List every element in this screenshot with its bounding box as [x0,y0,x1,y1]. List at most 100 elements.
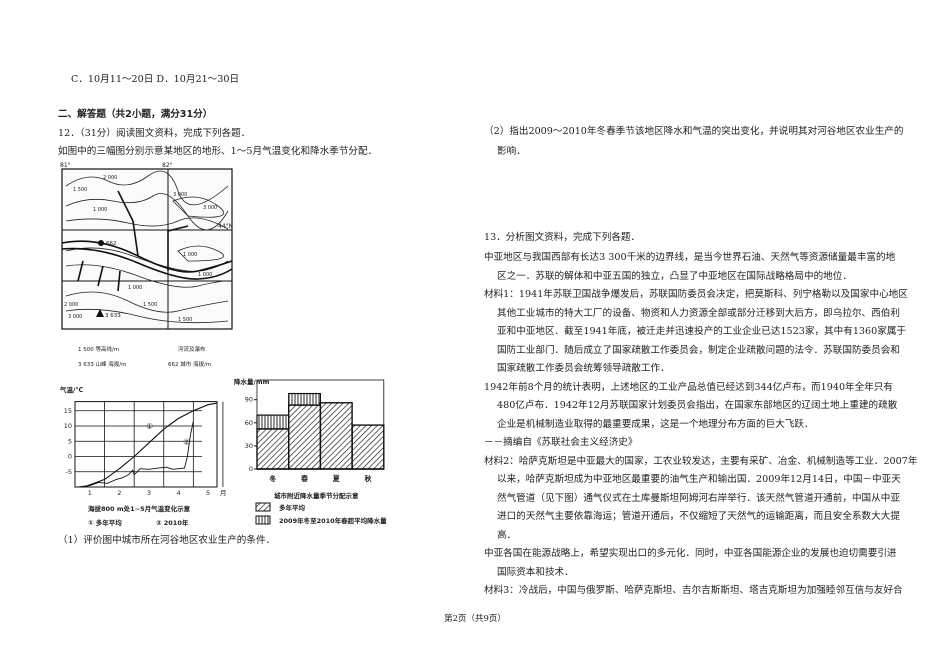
contour-lines [65,170,229,324]
y-tick-label: 10 [64,422,72,430]
precipitation-categories: 冬春夏秋 [269,474,372,483]
peak-label: 3 633 [105,313,121,319]
topographic-map: 81° 82° 44°N 2 000 1 500 1 000 3 000 3 [60,162,233,368]
temperature-y-label: 气温/℃ [59,385,83,394]
material-line: 国防工业部门．随后成立了国家疏散工作委员会，制定企业疏散问题的法令．苏联国防委员… [497,344,900,356]
contour-label: 3 000 [68,314,82,320]
bar-average-冬 [256,428,290,470]
material-line: 以来，哈萨克斯坦成为中亚地区最重要的油气生产和输出国．2009年12月14日，中… [497,474,901,485]
legend-average: 多年平均 [279,503,306,512]
series-marker-1: ① [146,422,153,431]
contour-label: 1 500 [143,302,157,308]
contour-label: 1 000 [183,252,197,258]
material-line: 材料1：1941年苏联卫国战争爆发后，苏联国防委员会决定，把莫斯科、列宁格勒以及… [484,289,908,300]
question-12-part-2-line: （2）指出2009～2010年冬春季节该地区降水和气温的突出变化，并说明其对河谷… [484,126,904,137]
x-tick-label: 5 [206,489,210,497]
y-tick-label: 0 [249,465,253,473]
legend-swatch-excess [255,515,271,525]
lat-label: 44°N [218,223,233,230]
temperature-x-unit: 月 [220,489,227,497]
material-line: 然气管道（见下图）通气仪式在土库曼斯坦阿姆河右岸举行．该天然气管道开通前，中国从… [497,492,900,504]
contour-label-group: 2 000 1 500 1 000 3 000 3 000 1 000 1 00… [64,175,217,323]
contour-label: 1 500 [178,317,192,323]
material-line: 材料2：哈萨克斯坦是中亚最大的国家，工农业较发达，主要有采矿、冶金、机械制造等工… [484,455,918,467]
y-tick-label: 5 [68,437,72,445]
material-line: －－摘编自《苏联社会主义经济史》 [484,437,638,448]
lon-label: 82° [162,162,173,169]
precipitation-chart-title: 城市附近降水量季节分配示意 [274,491,359,500]
bar-excess-春 [288,392,322,406]
x-tick-label: 4 [176,489,180,497]
page-footer: 第2页（共9页） [444,614,506,624]
y-tick-label: -5 [66,468,72,476]
bar-average-春 [288,404,322,470]
contour-label: 1 000 [93,207,107,213]
material-line: 1942年前8个月的统计表明，上述地区的工业产品总值已经达到344亿卢布，而19… [484,381,894,393]
material-line: 企业是机械制造业取得的最重要成果，这是一个地理分布方面的巨大飞跃． [497,418,814,430]
y-tick-label: 15 [64,407,72,415]
question-12-part-2-line: 影响． [497,146,526,157]
section-heading: 二、解答题（共2小题，满分31分） [58,109,213,120]
category-label: 冬 [269,474,276,483]
category-label: 秋 [364,474,372,483]
option-line: C．10月11～20日 D．10月21～30日 [71,74,240,85]
bar-excess-冬 [256,414,290,430]
temperature-ticks: 15 10 5 0 -5 1 2 3 4 5 [64,407,210,497]
bar-average-夏 [319,402,353,470]
lon-label: 81° [60,162,71,169]
material-line: 中亚地区与我国西部有长达3 300千米的边界线，是当今世界石油、天然气等资源储量… [484,252,896,263]
material-line: 480亿卢布．1942年12月苏联国家计划委员会指出，在国家东部地区的辽阔土地上… [497,400,898,411]
legend-excess: 2009年冬至2010年春超平均降水量 [279,516,387,525]
temperature-series: ①② [77,402,218,488]
legend-city: 662 城市 海拔/m [168,360,211,368]
bar-average-秋 [351,424,385,470]
y-tick-label: 90 [245,396,253,404]
legend-peak: 3 633 山峰 海拔/m [78,360,126,368]
question-12-title: 12．（31分）阅读图文资料，完成下列各题． [58,128,251,139]
legend-series-1: ① 多年平均 [88,518,122,527]
series-marker-2: ② [183,437,190,446]
temperature-line-1 [83,402,218,488]
city-icon [98,240,104,246]
x-tick-label: 1 [88,489,92,497]
precipitation-chart: 降水量/mm 0 30 60 90 冬 春 夏 秋 城市附近降水量季节分配示意 多年平均 2… [234,377,387,525]
precipitation-y-label: 降水量/mm [234,377,270,386]
category-label: 夏 [332,474,341,483]
temperature-grid [74,401,224,488]
precipitation-bars [256,392,385,470]
temperature-chart-title: 海拔800 m处1~5月气温变化示意 [88,504,191,513]
question-13-title: 13．分析图文资料，完成下列各题． [484,232,641,243]
material-line: 区之一．苏联的解体和中亚五国的独立，凸显了中亚地区在国际战略格局中的地位． [497,270,852,282]
material-line: 国际资本和技术． [497,566,574,578]
material-line: 高． [497,529,517,541]
y-tick-label: 60 [245,419,253,427]
material-line: 中亚各国在能源战略上，希望实现出口的多元化．同时，中亚各国能源企业的发展也迫切需… [484,548,897,559]
contour-label: 3 000 [173,192,187,198]
contour-label: 1 000 [128,285,142,291]
legend-swatch-average [255,502,271,512]
material-line: 进口的天然气主要依靠海运；管道开通后，不仅缩短了天然气的运输距离，而且安全系数大… [497,511,900,522]
legend-river: 河流及瀑布 [178,345,206,353]
x-tick-label: 3 [147,489,151,497]
contour-label: 2 000 [64,302,78,308]
rivers [61,190,233,292]
contour-label: 1 500 [73,187,87,193]
material-line: 国家疏散工作委员会统筹领导疏散工作． [497,363,670,374]
legend-series-2: ② 2010年 [156,518,189,527]
material-line: 其他工业城市的特大工厂的设备、物资和人力资源全部或部分迁移到大后方，即乌拉尔、西… [497,307,900,319]
x-tick-label: 2 [117,489,121,497]
question-12-intro: 如图中的三幅图分别示意某地区的地形、1～5月气温变化和降水季节分配． [58,146,378,157]
y-tick-label: 30 [245,442,253,450]
city-label: 662 [106,241,117,247]
plot-frame [74,401,218,488]
y-tick-label: 0 [68,453,72,461]
material-line: 材料3：冷战后，中国与俄罗斯、哈萨克斯坦、吉尔吉斯斯坦、塔吉克斯坦为加强睦邻互信… [484,585,903,596]
question-12-part-1: （1）评价图中城市所在河谷地区农业生产的条件． [58,535,276,546]
legend-contour: 1 500 等高线/m [78,345,119,353]
category-label: 春 [300,474,309,483]
temperature-line-2 [77,421,194,488]
contour-label: 1 000 [198,272,212,278]
peak-icon [96,309,104,317]
